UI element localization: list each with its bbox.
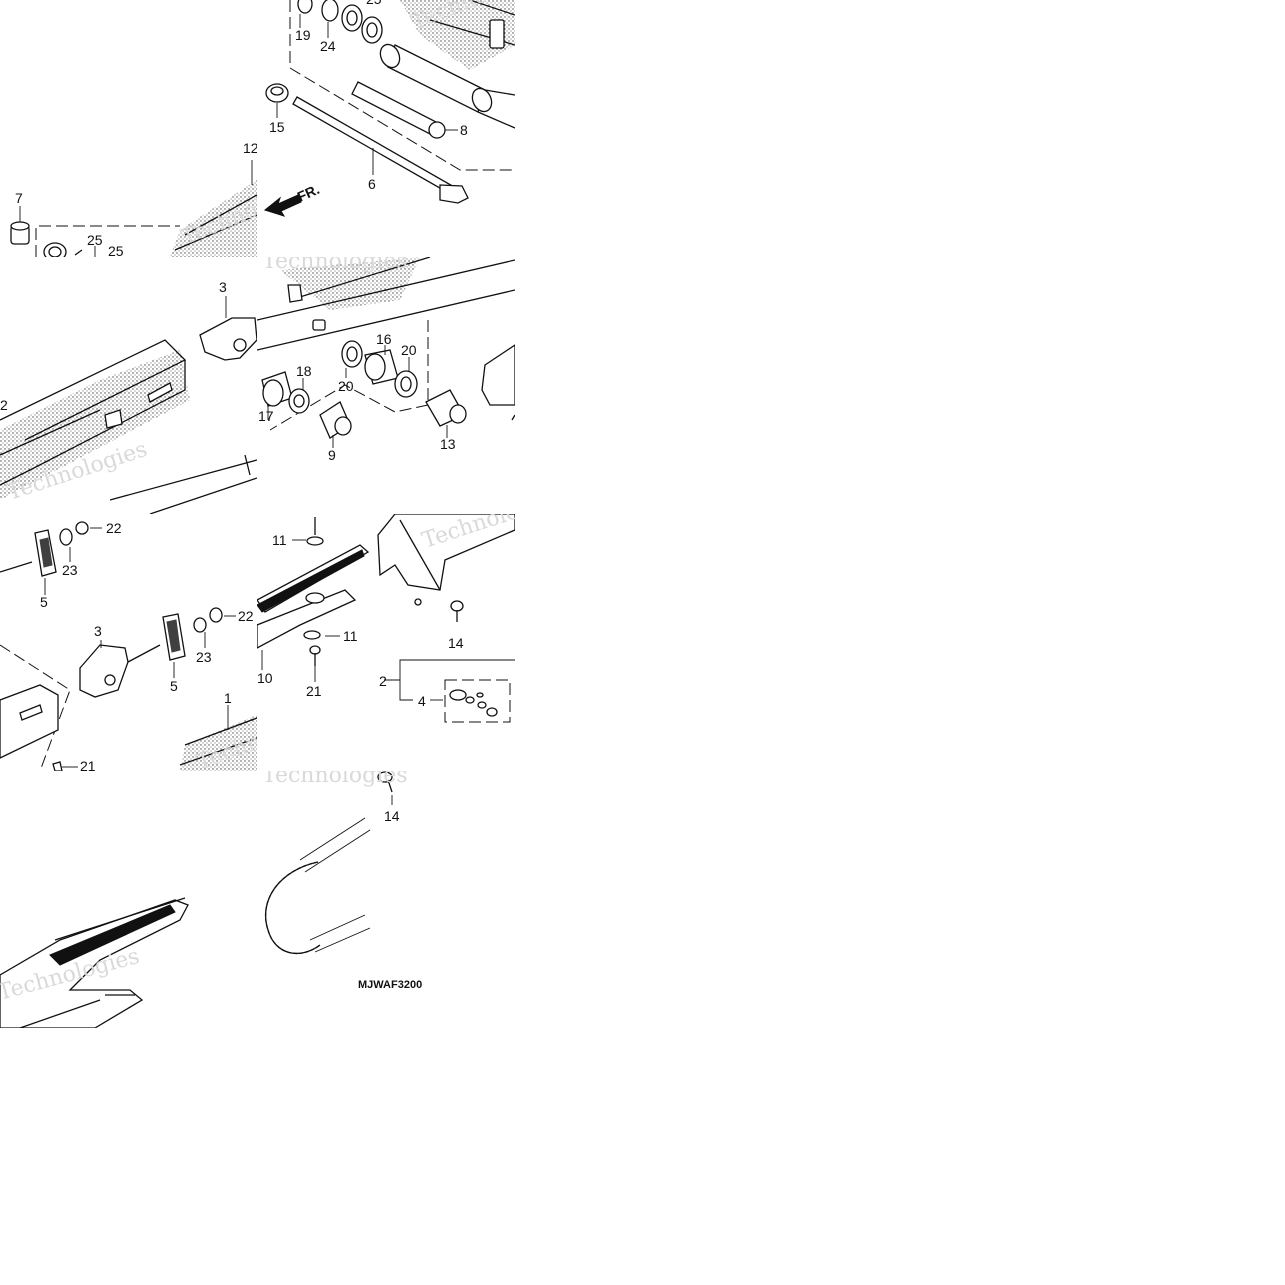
part-seal-18 (288, 388, 310, 414)
chain-adjuster-right (79, 607, 223, 698)
callout-25-a: 25 (87, 232, 103, 248)
callout-17: 17 (258, 408, 274, 424)
swingarm-pivot (379, 0, 515, 129)
callout-3-b: 3 (94, 623, 102, 639)
callout-11-a: 11 (272, 532, 287, 548)
tile-r3-c1: Technologies 22 23 5 3 22 23 5 1 21 (0, 520, 257, 774)
callout-23-b: 23 (196, 649, 212, 665)
callout-20-b: 20 (401, 342, 417, 358)
callout-22-a: 22 (106, 520, 122, 536)
callout-14-a: 14 (448, 635, 464, 651)
tile-r3-c2: Technologies 11 11 14 10 21 2 4 (257, 514, 515, 723)
tile-r1-c1: Technologies 7 25 25 12 (10, 140, 259, 259)
part-seal-20-a (341, 340, 363, 368)
tile-r4-c2: Technologies 14 MJWAF3200 (262, 763, 422, 991)
callout-3: 3 (219, 279, 227, 295)
part-bolt-14-b (377, 771, 393, 805)
callout-11-b: 11 (343, 628, 358, 644)
tile-r2-c1: Technologies 3 2 (0, 279, 257, 514)
callout-5-a: 5 (40, 594, 48, 610)
watermark-text: Technologies (262, 763, 408, 788)
callout-21-a: 21 (80, 758, 96, 774)
callout-4: 4 (418, 693, 426, 709)
callout-8: 8 (460, 122, 468, 138)
callout-9: 9 (328, 447, 336, 463)
part-collar-15 (265, 83, 289, 103)
watermark-text: Technologies (262, 249, 408, 274)
callout-2-left: 2 (0, 397, 8, 413)
callout-10: 10 (257, 670, 273, 686)
callout-25-top: 25 (366, 0, 382, 7)
part-bolt-14-a (450, 600, 464, 622)
front-arrow-label: FR. (295, 181, 322, 205)
part-screw-21 (309, 645, 321, 666)
part-collar-7 (10, 221, 30, 245)
callout-22-b: 22 (238, 608, 254, 624)
part-collar-9 (319, 401, 352, 439)
part-needle-bearing-16 (364, 349, 399, 385)
chain-adjuster-left (0, 521, 89, 577)
callout-24: 24 (320, 38, 336, 54)
master-link-kit (384, 659, 515, 723)
callout-15: 15 (269, 119, 285, 135)
tile-r1-c2: FR. Technologies 19 24 25 15 8 6 (263, 0, 515, 217)
part-clip-11-b (303, 630, 321, 640)
callout-6: 6 (368, 176, 376, 192)
chain-guard (377, 514, 515, 606)
callout-5-b: 5 (170, 678, 178, 694)
callout-1: 1 (224, 690, 232, 706)
chain-slider-10 (257, 544, 370, 649)
callout-14-b: 14 (384, 808, 400, 824)
part-bearing-25 (341, 4, 383, 44)
callout-19: 19 (295, 27, 311, 43)
callout-7: 7 (15, 190, 23, 206)
part-pivot-bolt-6 (292, 96, 469, 204)
front-arrow: FR. (263, 181, 322, 217)
part-clip-11-a (306, 517, 324, 546)
tile-r2-c2: Technologies 17 18 20 16 20 9 13 (257, 249, 515, 463)
callout-23-a: 23 (62, 562, 78, 578)
swingarm-lower (0, 684, 257, 771)
callout-16: 16 (376, 331, 392, 347)
callout-18: 18 (296, 363, 312, 379)
swingarm-body (0, 339, 257, 514)
chain-case (0, 897, 189, 1028)
callout-21-b: 21 (306, 683, 322, 699)
part-seal-20-b (394, 370, 418, 398)
part-sleeve-8 (351, 81, 458, 139)
drive-chain (264, 817, 371, 954)
callout-13: 13 (440, 436, 456, 452)
callout-20-a: 20 (338, 378, 354, 394)
part-needle-bearing-17 (261, 371, 293, 407)
callout-2: 2 (379, 673, 387, 689)
tile-r4-c1: Technologies (0, 897, 189, 1028)
part-bearing-24 (297, 0, 339, 22)
part-collar-13 (425, 389, 467, 427)
part-adjuster-plate-3 (199, 317, 257, 361)
callout-25-b: 25 (108, 243, 124, 259)
diagram-code: MJWAF3200 (358, 979, 422, 991)
callout-12: 12 (243, 140, 259, 156)
